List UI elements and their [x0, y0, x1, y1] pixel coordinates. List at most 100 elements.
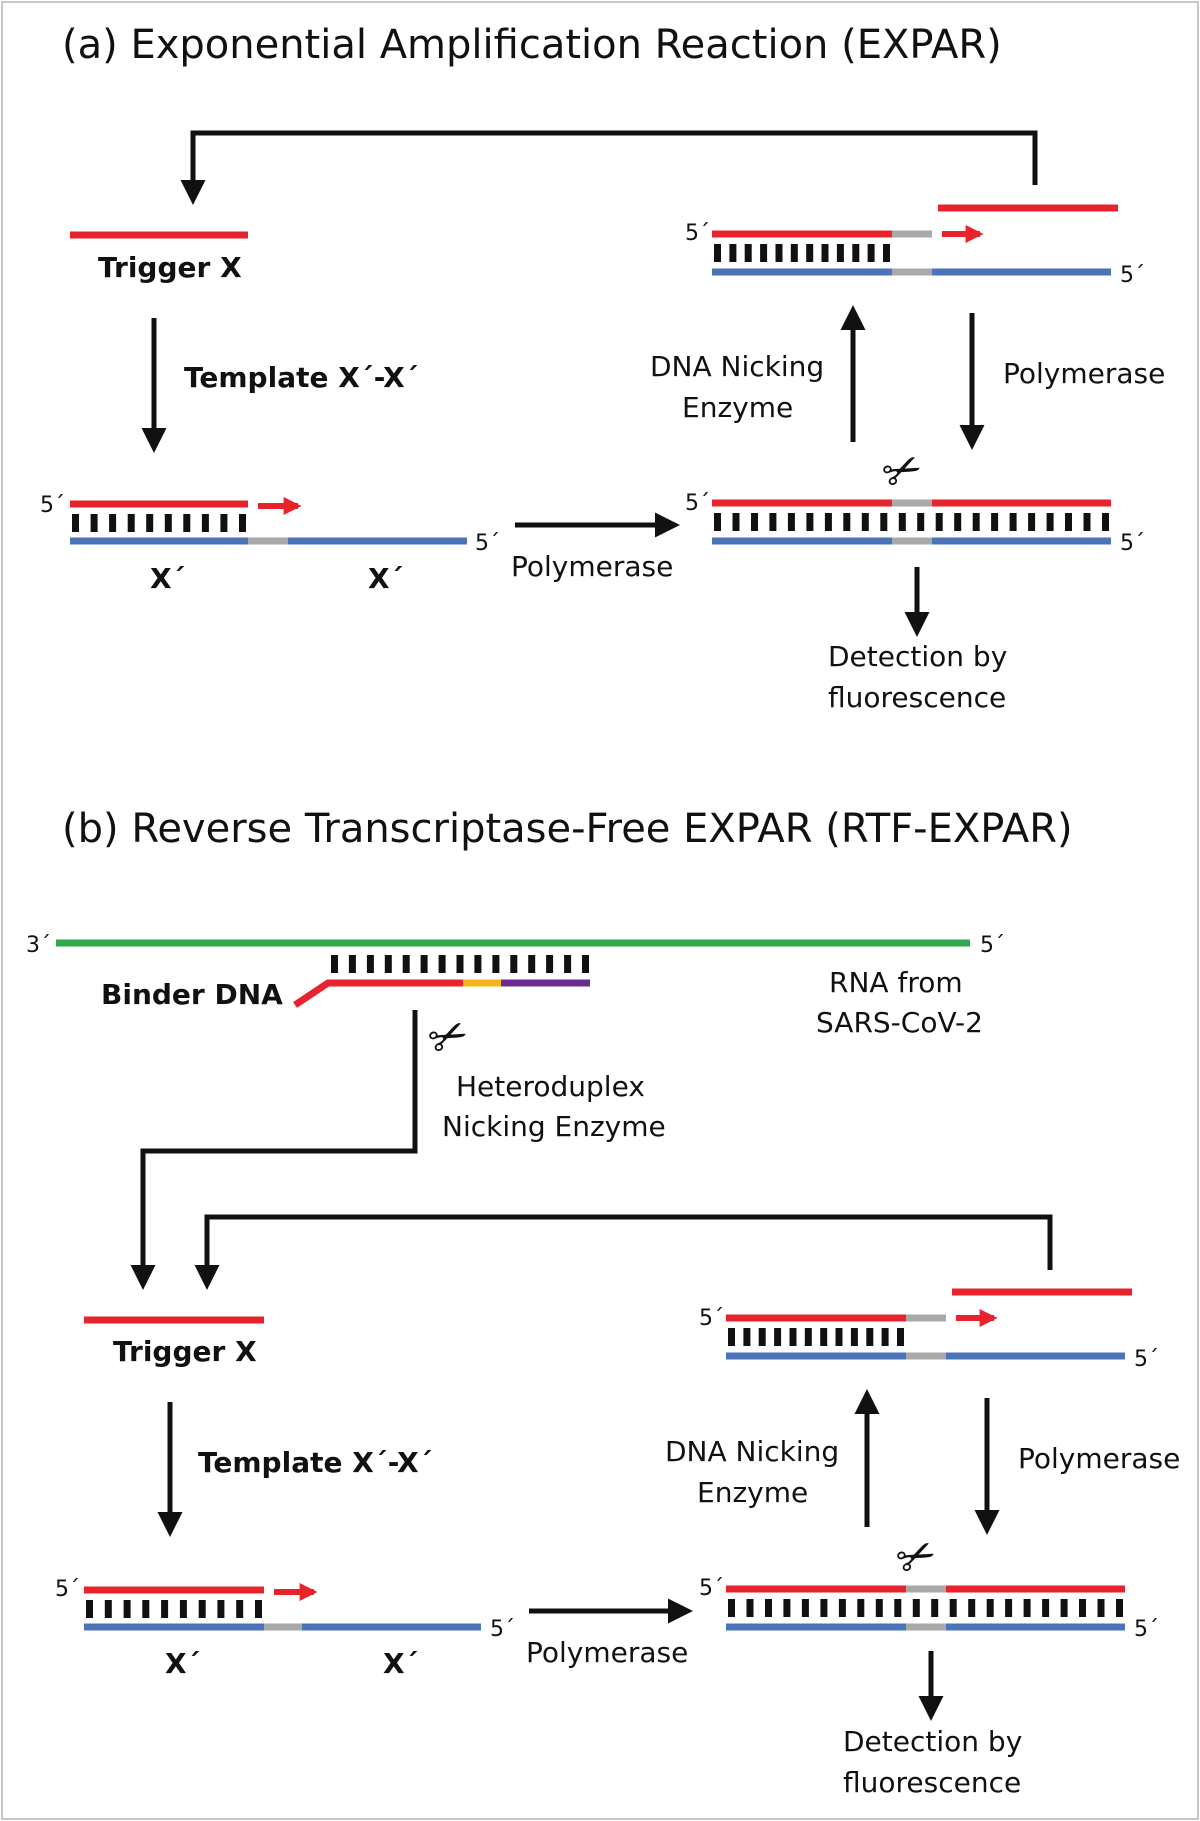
base-pair-tick: [582, 955, 589, 973]
base-pair-tick: [867, 244, 875, 262]
base-pair-tick: [746, 1599, 754, 1617]
trigger-label: Trigger X: [113, 1335, 257, 1368]
base-pair-tick: [198, 1600, 206, 1618]
base-pair-tick: [179, 1600, 187, 1618]
detection-label: fluorescence: [843, 1766, 1021, 1799]
base-pair-tick: [161, 1600, 169, 1618]
base-pair-tick: [838, 1599, 846, 1617]
panel-b-title: (b) Reverse Transcriptase-Free EXPAR (RT…: [62, 806, 1073, 852]
base-pair-tick: [866, 1328, 874, 1346]
base-pair-tick: [894, 1599, 902, 1617]
five-prime-label: 5´: [1120, 531, 1145, 556]
five-prime-label: 5´: [685, 221, 710, 246]
base-pair-tick: [824, 513, 832, 531]
base-pair-tick: [875, 1599, 883, 1617]
base-pairs: [86, 1600, 262, 1618]
five-prime-label: 5´: [980, 933, 1005, 958]
template-label: Template X´-X´: [198, 1446, 433, 1479]
base-pair-tick: [991, 513, 999, 531]
base-pair-tick: [217, 1600, 225, 1618]
base-pair-tick: [90, 514, 98, 532]
base-pair-tick: [775, 244, 783, 262]
detection-label: Detection by: [843, 1725, 1022, 1758]
panel-b: (b) Reverse Transcriptase-Free EXPAR (RT…: [26, 806, 1180, 1799]
base-pair-tick: [732, 513, 740, 531]
base-pair-tick: [438, 955, 446, 973]
binder-dna-strand: [293, 979, 463, 1008]
base-pair-tick: [255, 1600, 262, 1618]
polymerase-label: Polymerase: [526, 1636, 688, 1669]
nicking-label: DNA Nicking: [650, 350, 824, 383]
binder-label: Binder DNA: [101, 978, 283, 1011]
base-pair-tick: [774, 1328, 782, 1346]
base-pair-tick: [1023, 1599, 1031, 1617]
base-pair-tick: [1083, 513, 1091, 531]
base-pairs: [728, 1599, 1123, 1617]
trigger-label: Trigger X: [98, 251, 242, 284]
base-pair-tick: [528, 955, 536, 973]
base-pair-tick: [104, 1600, 112, 1618]
base-pair-tick: [758, 1328, 766, 1346]
base-pair-tick: [474, 955, 482, 973]
base-pair-tick: [1009, 513, 1017, 531]
base-pair-tick: [1065, 513, 1072, 531]
base-pair-tick: [787, 513, 795, 531]
base-pair-tick: [897, 1328, 904, 1346]
base-pair-tick: [783, 1599, 791, 1617]
base-pair-tick: [852, 244, 860, 262]
base-pair-tick: [850, 1328, 858, 1346]
base-pair-tick: [806, 513, 814, 531]
five-prime-label: 5´: [1134, 1347, 1159, 1372]
base-pairs: [331, 955, 589, 973]
base-pair-tick: [123, 1600, 131, 1618]
base-pair-tick: [86, 1600, 93, 1618]
base-pair-tick: [743, 1328, 751, 1346]
base-pairs: [714, 513, 1109, 531]
base-pair-tick: [1116, 1599, 1123, 1617]
detection-label: Detection by: [828, 640, 1007, 673]
base-pair-tick: [986, 1599, 994, 1617]
base-pair-tick: [1028, 513, 1036, 531]
rna-label: RNA from: [829, 966, 963, 999]
base-pair-tick: [917, 513, 925, 531]
base-pair-tick: [239, 514, 246, 532]
five-prime-label: 5´: [699, 1306, 724, 1331]
base-pair-tick: [968, 1599, 976, 1617]
base-pair-tick: [954, 513, 962, 531]
base-pair-tick: [236, 1600, 244, 1618]
five-prime-label: 5´: [685, 491, 710, 516]
panel-a: (a) Exponential Amplification Reaction (…: [40, 22, 1165, 714]
polymerase-label: Polymerase: [1018, 1442, 1180, 1475]
base-pair-tick: [751, 513, 758, 531]
base-pair-tick: [201, 514, 209, 532]
base-pair-tick: [769, 513, 777, 531]
detection-label: fluorescence: [828, 681, 1006, 714]
base-pair-tick: [1060, 1599, 1068, 1617]
base-pair-tick: [564, 955, 572, 973]
nicking-label: Enzyme: [682, 391, 793, 424]
base-pair-tick: [714, 244, 721, 262]
x-prime-label: X´: [150, 562, 186, 595]
base-pair-tick: [801, 1599, 809, 1617]
base-pair-tick: [366, 955, 374, 973]
base-pair-tick: [843, 513, 851, 531]
base-pair-tick: [72, 514, 79, 532]
base-pair-tick: [806, 244, 814, 262]
base-pair-tick: [804, 1328, 812, 1346]
base-pair-tick: [220, 514, 228, 532]
base-pair-tick: [492, 955, 500, 973]
base-pair-tick: [729, 244, 737, 262]
heteroduplex-label: Heteroduplex: [456, 1070, 645, 1103]
nicking-label: DNA Nicking: [665, 1435, 839, 1468]
base-pair-tick: [1079, 1599, 1086, 1617]
polymerase-label: Polymerase: [511, 550, 673, 583]
base-pair-tick: [127, 514, 135, 532]
base-pair-tick: [931, 1599, 939, 1617]
base-pair-tick: [183, 514, 191, 532]
base-pair-tick: [1102, 513, 1109, 531]
base-pair-tick: [760, 244, 768, 262]
base-pairs: [728, 1328, 904, 1346]
base-pair-tick: [384, 955, 392, 973]
base-pair-tick: [146, 514, 154, 532]
